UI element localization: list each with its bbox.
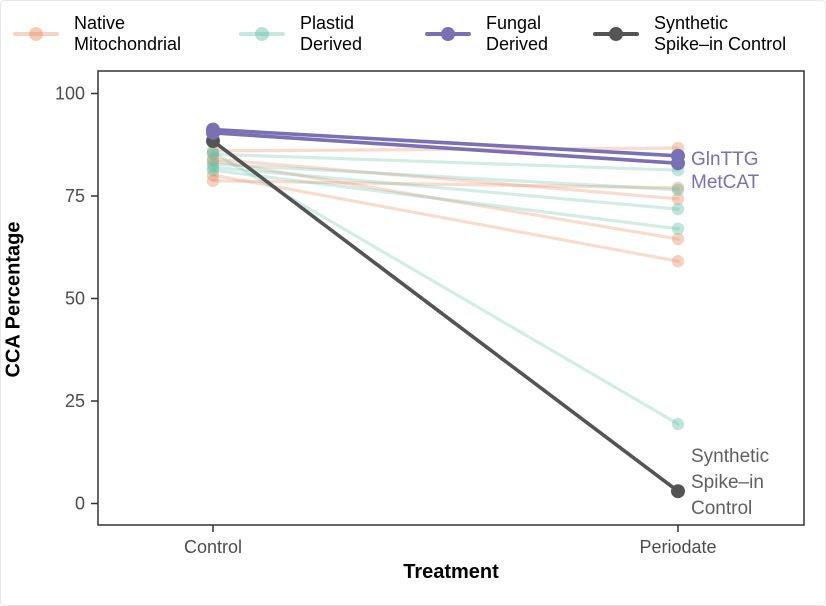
y-tick-label: 100 — [55, 84, 85, 104]
legend: Native Mitochondrial Plastid Derived Fun… — [1, 9, 825, 61]
y-tick-label: 50 — [65, 289, 85, 309]
annotation-synthetic: Synthetic — [691, 446, 769, 467]
plastid-derived-key-icon — [239, 27, 285, 41]
data-point-plastid-2 — [206, 157, 220, 171]
data-point-plastid-5 — [206, 146, 220, 159]
series-line-native-4 — [211, 173, 680, 263]
x-tick-label: Control — [184, 537, 242, 557]
legend-label: Plastid Derived — [300, 13, 363, 54]
series-line-plastid-4 — [211, 168, 680, 231]
legend-item-synthetic-spike-in-control: Synthetic Spike–in Control — [593, 9, 786, 59]
data-point-native-3 — [671, 232, 685, 246]
data-point-MetCAT — [206, 125, 220, 140]
legend-item-native-mitochondrial: Native Mitochondrial — [13, 9, 181, 59]
legend-item-plastid-derived: Plastid Derived — [239, 9, 362, 59]
y-tick-label: 0 — [75, 494, 85, 514]
data-point-plastid-3 — [206, 161, 220, 174]
data-point-plastid-2 — [671, 183, 685, 197]
x-tick-label: Periodate — [639, 537, 716, 557]
synthetic-spike-in-control-key-icon — [593, 27, 639, 41]
series-line-native-5 — [211, 179, 680, 190]
legend-item-fungal-derived: Fungal Derived — [425, 9, 548, 59]
data-point-plastid-4 — [671, 222, 685, 235]
legend-label: Fungal Derived — [486, 13, 549, 54]
series-line-MetCAT — [211, 131, 680, 165]
series-line-plastid-3 — [211, 165, 680, 211]
series-line-native-3 — [211, 159, 680, 241]
data-point-MetCAT — [671, 156, 685, 171]
data-point-plastid-1 — [206, 147, 220, 161]
legend-label: Native Mitochondrial — [74, 13, 182, 54]
data-point-native-3 — [206, 154, 220, 167]
annotation-metcat: MetCAT — [691, 172, 760, 193]
fungal-derived-key-icon — [425, 27, 471, 41]
data-point-plastid-4 — [206, 163, 220, 177]
series-line-plastid-2 — [211, 162, 680, 192]
data-point-plastid-3 — [671, 202, 685, 216]
annotation-glnttg: GlnTTG — [691, 149, 759, 170]
series-line-plastid-1 — [211, 152, 680, 172]
series-line-Synthetic Spike–in Control — [211, 139, 680, 494]
series-line-GlnTTG — [211, 127, 680, 158]
y-axis-title: CCA Percentage — [2, 221, 25, 378]
data-point-native-2 — [206, 152, 220, 166]
annotation-control: Control — [691, 498, 752, 519]
data-point-plastid-5 — [671, 417, 685, 431]
y-tick-label: 25 — [65, 391, 85, 411]
data-point-native-5 — [206, 174, 220, 188]
legend-label: Synthetic Spike–in Control — [654, 13, 787, 54]
data-point-native-4 — [206, 168, 220, 182]
data-point-native-1 — [206, 144, 220, 158]
series-line-native-2 — [211, 157, 680, 201]
annotation-spike–in: Spike–in — [691, 472, 764, 493]
data-point-Synthetic Spike–in Control — [671, 484, 685, 499]
native-mitochondrial-key-icon — [13, 27, 59, 41]
data-point-native-5 — [671, 181, 685, 194]
data-point-native-2 — [671, 192, 685, 206]
y-tick-label: 75 — [65, 186, 85, 206]
x-axis-title: Treatment — [403, 561, 499, 583]
data-point-native-4 — [671, 254, 685, 268]
